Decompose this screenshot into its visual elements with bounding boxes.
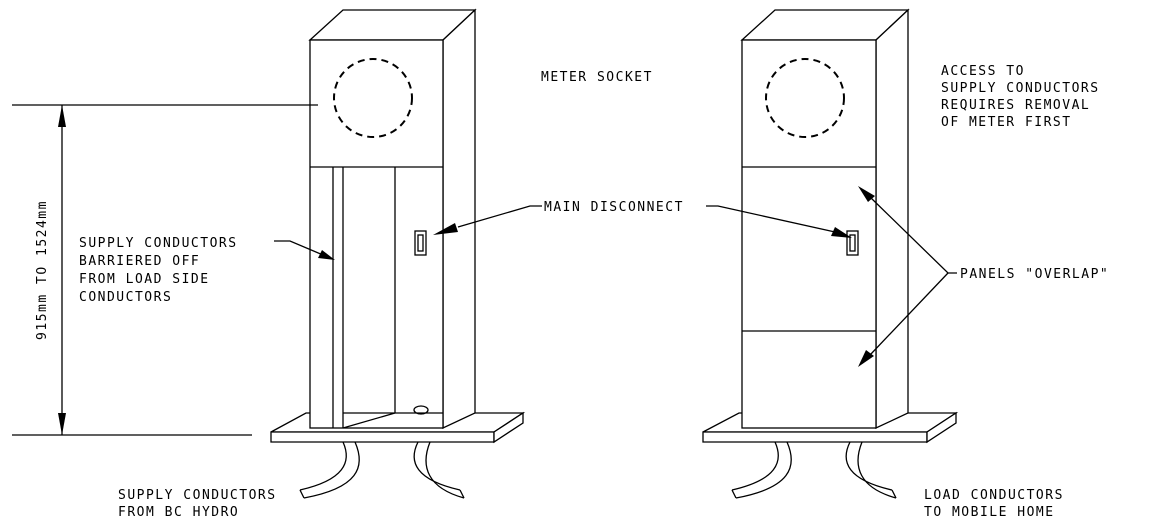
svg-text:FROM LOAD SIDE: FROM LOAD SIDE <box>79 272 210 287</box>
right-disconnect-icon <box>846 230 859 256</box>
panels-overlap-label: PANELS "OVERLAP" <box>960 267 1109 282</box>
leader-lines <box>274 186 957 367</box>
svg-text:TO MOBILE HOME: TO MOBILE HOME <box>924 505 1055 520</box>
right-cabinet <box>740 8 910 430</box>
supply-from-note: SUPPLY CONDUCTORS FROM BC HYDRO <box>118 488 277 520</box>
height-dimension: 915mm TO 1524mm <box>12 104 318 436</box>
svg-text:SUPPLY CONDUCTORS: SUPPLY CONDUCTORS <box>118 488 277 503</box>
right-meter-icon <box>765 58 845 138</box>
right-pedestal <box>702 8 959 499</box>
svg-text:SUPPLY CONDUCTORS: SUPPLY CONDUCTORS <box>79 236 238 251</box>
svg-text:OF METER FIRST: OF METER FIRST <box>941 115 1072 130</box>
dimension-label: 915mm TO 1524mm <box>35 200 50 340</box>
meter-socket-label: METER SOCKET <box>541 70 653 85</box>
supply-barrier-note: SUPPLY CONDUCTORS BARRIERED OFF FROM LOA… <box>79 236 238 305</box>
left-meter-icon <box>333 58 413 138</box>
svg-text:REQUIRES REMOVAL: REQUIRES REMOVAL <box>941 98 1090 113</box>
main-disconnect-label: MAIN DISCONNECT <box>544 200 684 215</box>
access-note: ACCESS TO SUPPLY CONDUCTORS REQUIRES REM… <box>941 64 1100 130</box>
right-load-conduit <box>845 441 897 499</box>
svg-text:FROM BC HYDRO: FROM BC HYDRO <box>118 505 239 520</box>
svg-text:ACCESS TO: ACCESS TO <box>941 64 1025 79</box>
left-supply-conduit <box>299 441 360 499</box>
load-to-note: LOAD CONDUCTORS TO MOBILE HOME <box>924 488 1064 520</box>
left-disconnect-icon <box>414 230 427 256</box>
right-supply-conduit <box>731 441 792 499</box>
svg-text:CONDUCTORS: CONDUCTORS <box>79 290 172 305</box>
left-pedestal <box>270 8 526 499</box>
svg-text:BARRIERED OFF: BARRIERED OFF <box>79 254 200 269</box>
left-load-conduit <box>413 441 465 499</box>
svg-text:SUPPLY CONDUCTORS: SUPPLY CONDUCTORS <box>941 81 1100 96</box>
svg-text:LOAD CONDUCTORS: LOAD CONDUCTORS <box>924 488 1064 503</box>
left-cabinet <box>308 8 477 430</box>
